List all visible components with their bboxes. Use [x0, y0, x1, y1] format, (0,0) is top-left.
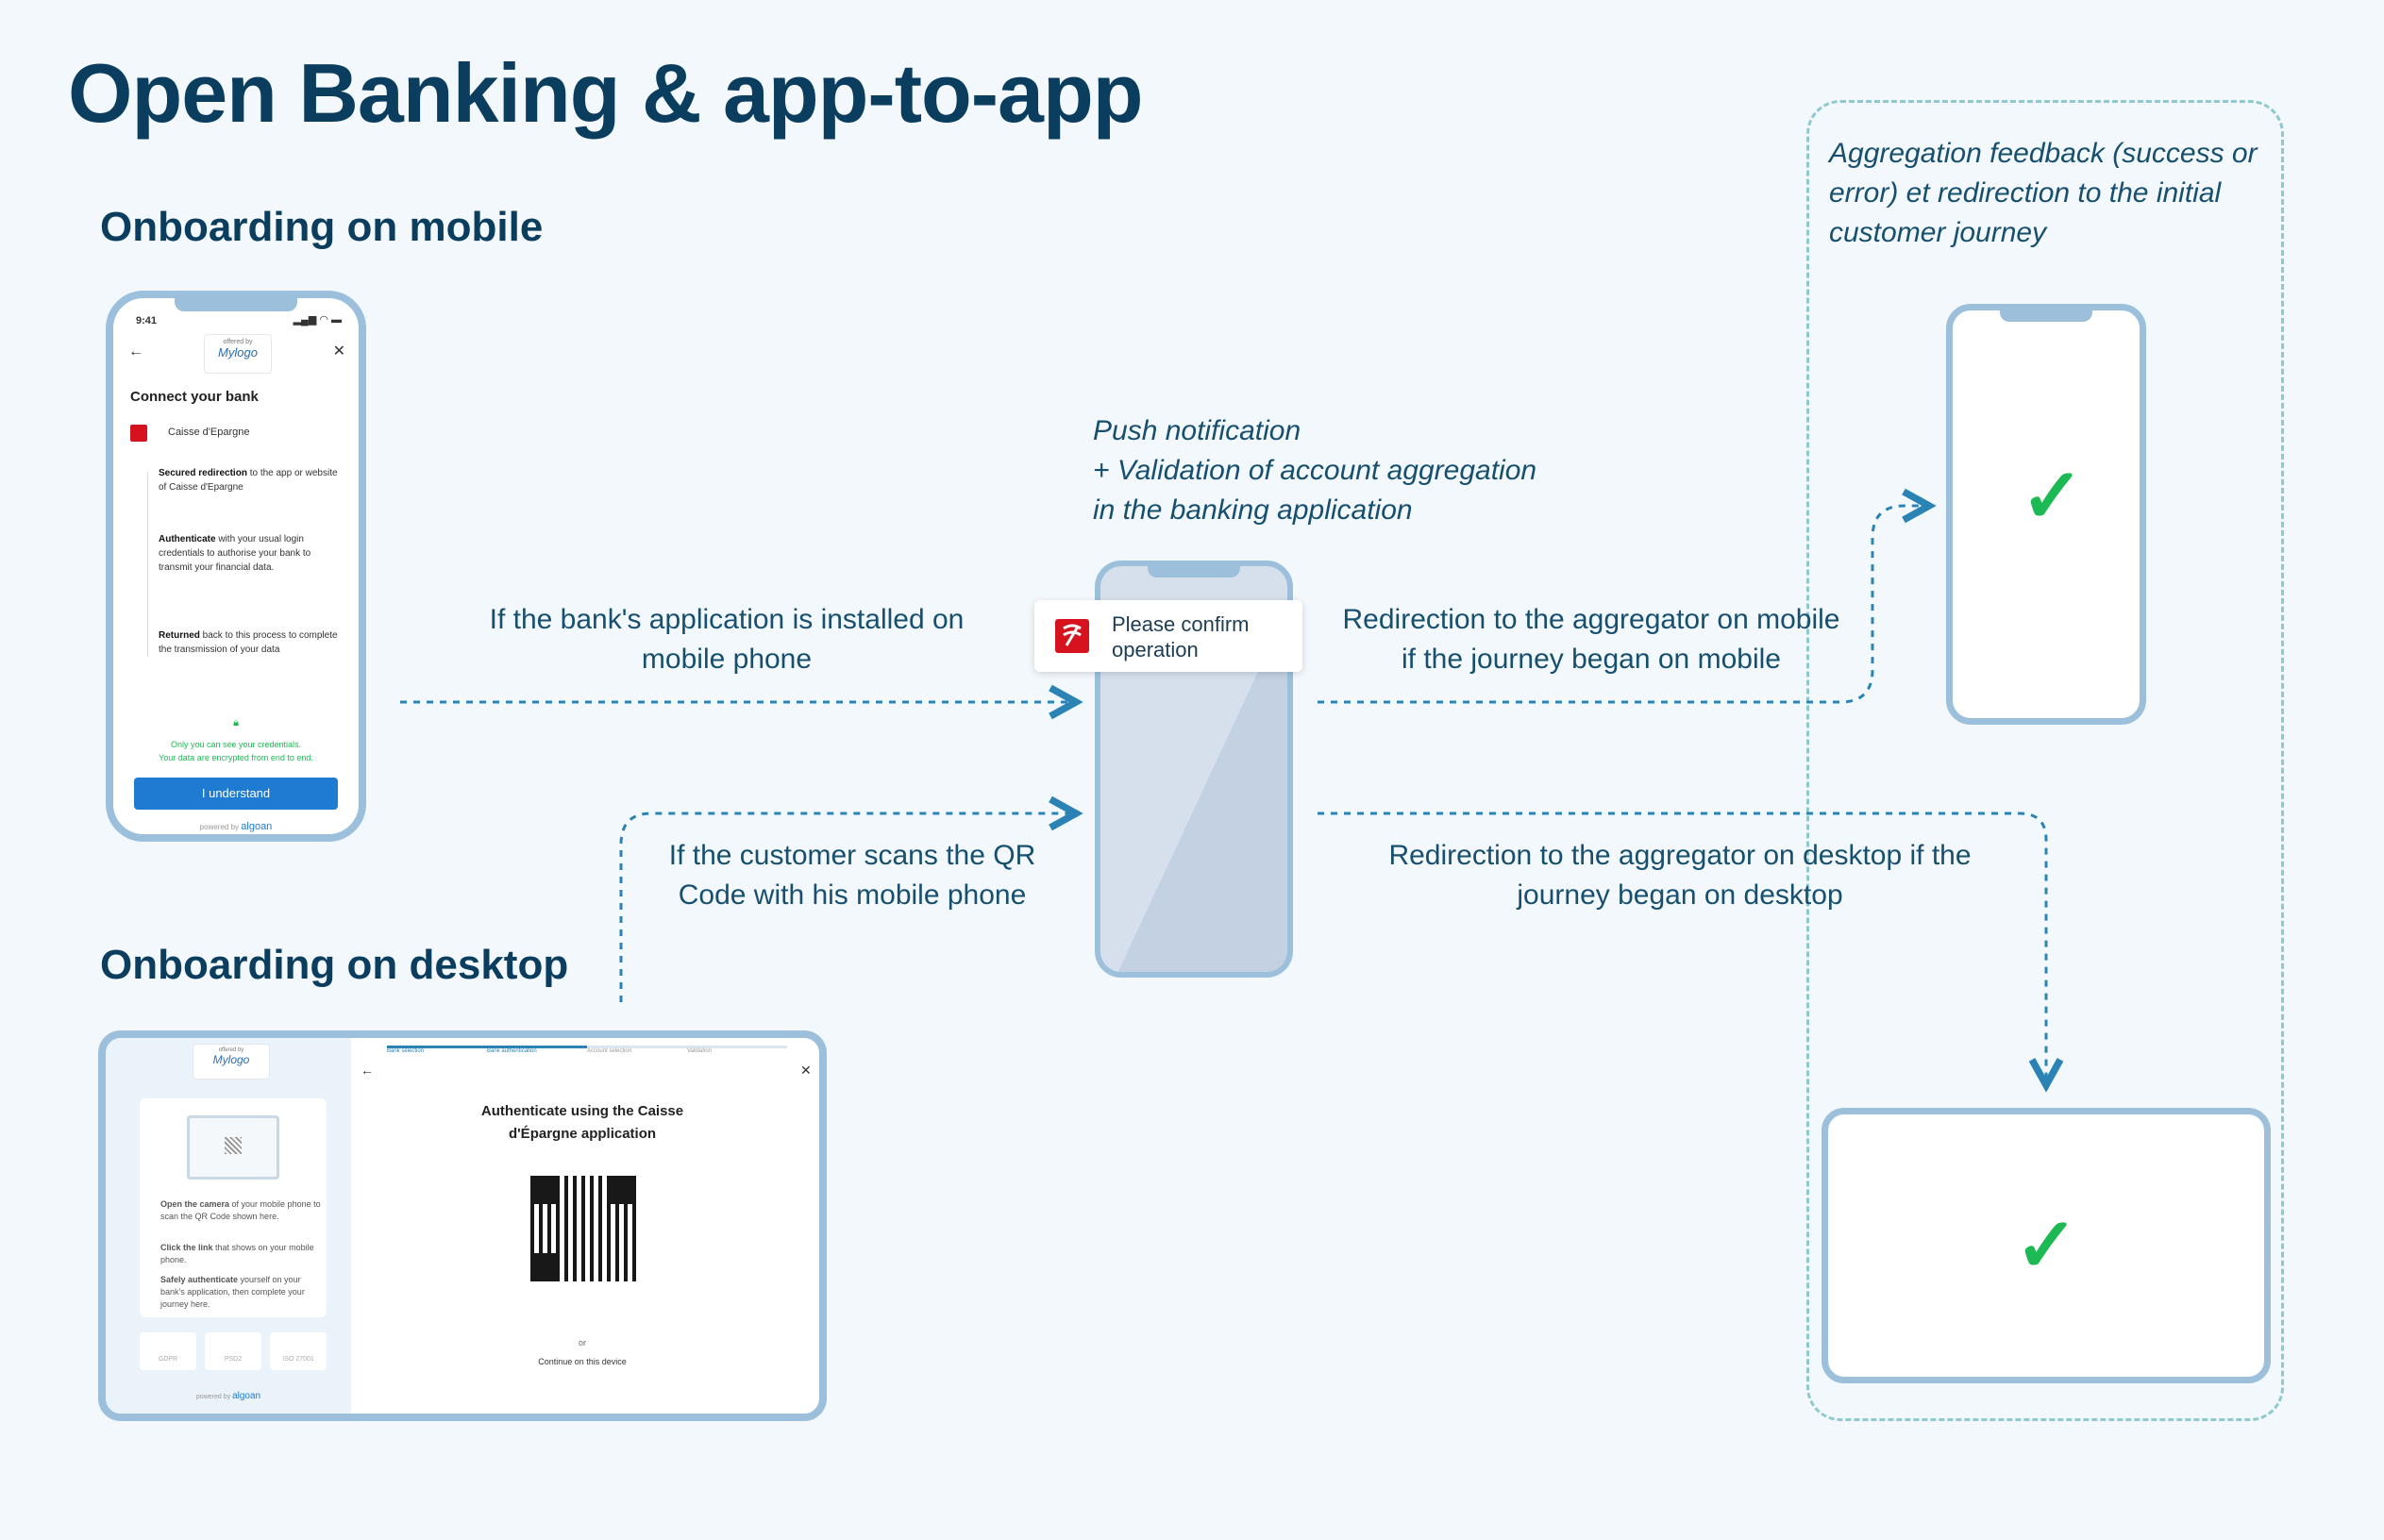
laptop-illustration [187, 1115, 279, 1180]
brand-logo-box: offered by Mylogo [204, 334, 272, 374]
checkmark-icon: ✓ [2021, 452, 2084, 540]
mobile-success-phone: ✓ [1946, 304, 2146, 725]
status-icons: ▂▄▆ ◠ ▬ [294, 313, 342, 326]
connect-bank-heading: Connect your bank [130, 389, 259, 405]
tab-account-selection: Account selection [587, 1046, 687, 1054]
lock-icon: 🔒︎ [113, 717, 359, 729]
label-redirect-mobile: Redirection to the aggregator on mobile … [1333, 600, 1850, 679]
close-icon[interactable]: ✕ [800, 1063, 812, 1079]
badge-iso: ISO 27001 [270, 1332, 327, 1370]
label-push-notification: Push notification + Validation of accoun… [1093, 411, 1621, 530]
tab-validation: Validation [687, 1046, 787, 1054]
label-scan-qr: If the customer scans the QR Code with h… [647, 836, 1057, 915]
back-arrow-icon[interactable]: ← [128, 343, 143, 360]
notification-text: Please confirm operation [1112, 611, 1291, 662]
phone-notch [175, 298, 297, 311]
powered-by: powered by algoan [113, 821, 359, 832]
bank-name: Caisse d'Epargne [168, 427, 250, 438]
step-secured-redirection: Secured redirection to the app or websit… [159, 466, 344, 494]
continue-on-device-link[interactable]: Continue on this device [464, 1357, 700, 1366]
i-understand-button[interactable]: I understand [134, 778, 338, 810]
desk-step-1: Open the camera of your mobile phone to … [160, 1198, 321, 1223]
phone-notch [1148, 566, 1240, 578]
label-feedback: Aggregation feedback (success or error) … [1829, 134, 2263, 253]
caisse-epargne-logo [1055, 619, 1089, 653]
push-notification[interactable]: Please confirm operation [1034, 600, 1302, 672]
step-returned: Returned back to this process to complet… [159, 628, 344, 657]
tab-bank-authentication: Bank authentication [487, 1046, 587, 1054]
desk-step-3: Safely authenticate yourself on your ban… [160, 1274, 321, 1311]
steps-line [147, 472, 148, 657]
mylogo: Mylogo [205, 345, 271, 360]
step-authenticate: Authenticate with your usual login crede… [159, 532, 344, 575]
desktop-onboarding-mockup: offered by Mylogo Open the camera of you… [98, 1030, 827, 1421]
badge-gdpr: GDPR [140, 1332, 196, 1370]
tab-bank-selection: Bank selection [387, 1046, 487, 1054]
label-redirect-desktop: Redirection to the aggregator on desktop… [1387, 836, 1973, 915]
bank-logo-icon [130, 425, 147, 442]
back-arrow-icon[interactable]: ← [361, 1063, 374, 1078]
label-bank-app-installed: If the bank's application is installed o… [472, 600, 982, 679]
security-note: Only you can see your credentials. Your … [113, 738, 359, 764]
close-icon[interactable]: ✕ [333, 342, 345, 360]
powered-by: powered by algoan [106, 1391, 351, 1401]
section-title-desktop: Onboarding on desktop [100, 942, 568, 989]
instructions-card: Open the camera of your mobile phone to … [140, 1098, 327, 1317]
desktop-sidebar: offered by Mylogo Open the camera of you… [106, 1038, 351, 1414]
badge-psd2: PSD2 [205, 1332, 261, 1370]
phone-notch [2000, 310, 2092, 322]
page-title: Open Banking & app-to-app [68, 45, 1143, 142]
offered-by-text: offered by [205, 339, 271, 345]
desktop-success-screen: ✓ [1822, 1108, 2271, 1383]
authenticate-heading: Authenticate using the Caisse d'Épargne … [464, 1100, 700, 1146]
brand-logo-box: offered by Mylogo [193, 1044, 270, 1080]
or-divider: or [464, 1338, 700, 1348]
status-time: 9:41 [136, 315, 157, 326]
checkmark-icon: ✓ [2015, 1201, 2078, 1289]
section-title-mobile: Onboarding on mobile [100, 204, 543, 251]
qr-code [530, 1176, 636, 1281]
desk-step-2: Click the link that shows on your mobile… [160, 1242, 321, 1266]
mobile-onboarding-mockup: 9:41 ▂▄▆ ◠ ▬ offered by Mylogo ← ✕ Conne… [106, 291, 366, 842]
